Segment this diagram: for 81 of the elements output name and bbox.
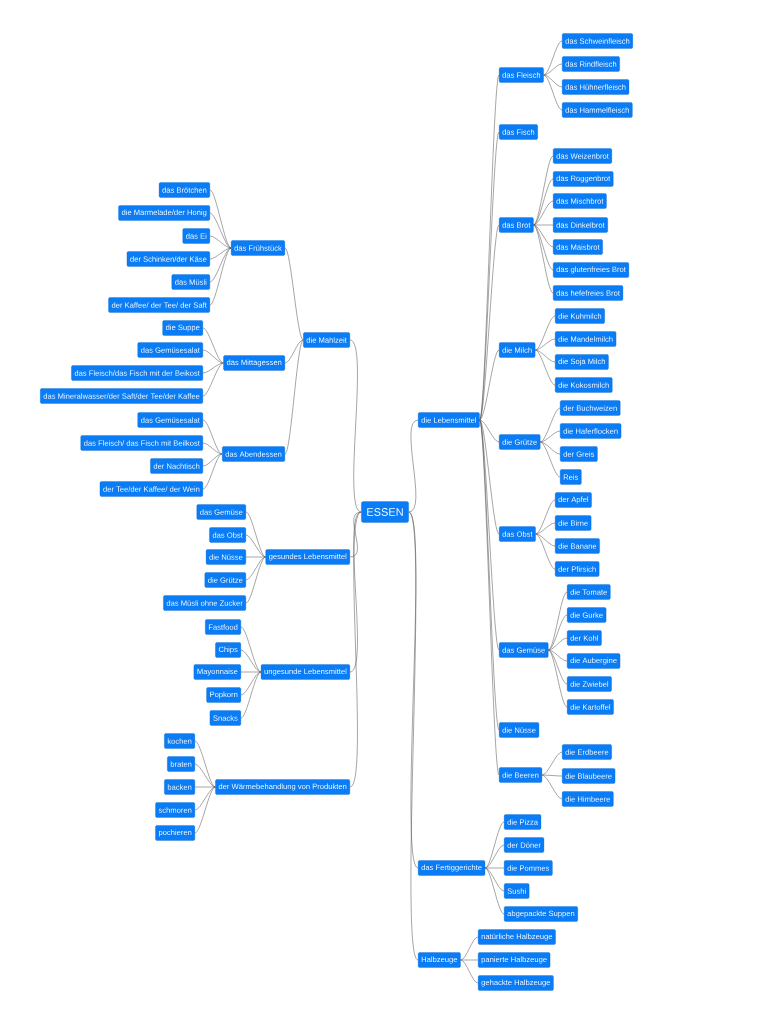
branch-line (540, 407, 561, 443)
branch-line (535, 522, 556, 535)
branch-line (202, 453, 223, 490)
central-topic: ESSEN (361, 501, 409, 523)
branch-line (408, 511, 419, 961)
branch-line (202, 327, 224, 364)
branch-line (284, 247, 304, 341)
branch-line (245, 534, 266, 558)
branch-line (548, 649, 568, 662)
branch-line (479, 419, 500, 535)
branch-line (535, 349, 556, 363)
branch-line (349, 339, 362, 513)
branch-line (479, 349, 500, 421)
branch-line (194, 740, 216, 788)
branch-line (533, 155, 554, 226)
branch-line (240, 649, 262, 673)
branch-line (535, 349, 556, 386)
branch-line (194, 786, 216, 834)
branch-line (533, 224, 554, 294)
branch-line (194, 786, 216, 811)
branch-line (349, 511, 362, 788)
branch-line (533, 224, 554, 271)
branch-line (540, 441, 561, 455)
branch-line (533, 178, 554, 226)
branch-line (194, 786, 216, 788)
branch-line (408, 419, 419, 513)
branch-line (284, 339, 304, 455)
branch-line (548, 614, 568, 651)
branch-line (479, 419, 500, 651)
branch-line (533, 224, 554, 226)
branch-line (202, 442, 223, 455)
branch-line (543, 63, 563, 76)
branch-line (202, 362, 224, 397)
branch-line (240, 671, 262, 696)
branch-line (209, 247, 232, 306)
branch-line (540, 430, 561, 443)
branch-line (541, 774, 563, 800)
branch-line (548, 649, 568, 685)
branch-line (460, 959, 479, 984)
branch-line (533, 200, 554, 226)
branch-line (543, 40, 563, 76)
branch-line (548, 591, 568, 651)
branch-line (535, 499, 556, 535)
branch-line (543, 74, 563, 111)
branch-line (484, 867, 505, 869)
branch-line (245, 511, 266, 558)
branch-line (245, 556, 266, 581)
branch-line (349, 511, 362, 558)
branch-line (194, 763, 216, 788)
branch-line (209, 235, 232, 249)
branch-line (484, 821, 505, 869)
branch-line (245, 556, 266, 558)
branch-line (535, 338, 556, 351)
branch-line (479, 224, 500, 421)
branch-line (202, 419, 223, 455)
branch-line (240, 671, 262, 673)
branch-line (202, 453, 223, 467)
branch-line (245, 556, 266, 604)
branch-line (209, 247, 232, 283)
branch-line (209, 212, 232, 249)
branch-line (240, 626, 262, 673)
branch-line (284, 339, 304, 364)
branch-line (202, 349, 224, 364)
branch-line (535, 533, 556, 570)
branch-line (479, 419, 500, 443)
branch-line (543, 74, 563, 88)
branch-line (535, 315, 556, 351)
branch-line (484, 844, 505, 869)
branch-line (202, 362, 224, 374)
branch-line (240, 671, 262, 719)
branch-line (541, 751, 563, 776)
branch-line (548, 637, 568, 651)
branch-line (541, 774, 563, 777)
branch-line (209, 247, 232, 260)
branch-line (533, 224, 554, 248)
branch-line (460, 959, 479, 961)
branch-line (535, 533, 556, 547)
branch-line (460, 936, 479, 961)
branch-line (548, 649, 568, 708)
branch-line (484, 867, 505, 915)
branch-line (540, 441, 561, 478)
